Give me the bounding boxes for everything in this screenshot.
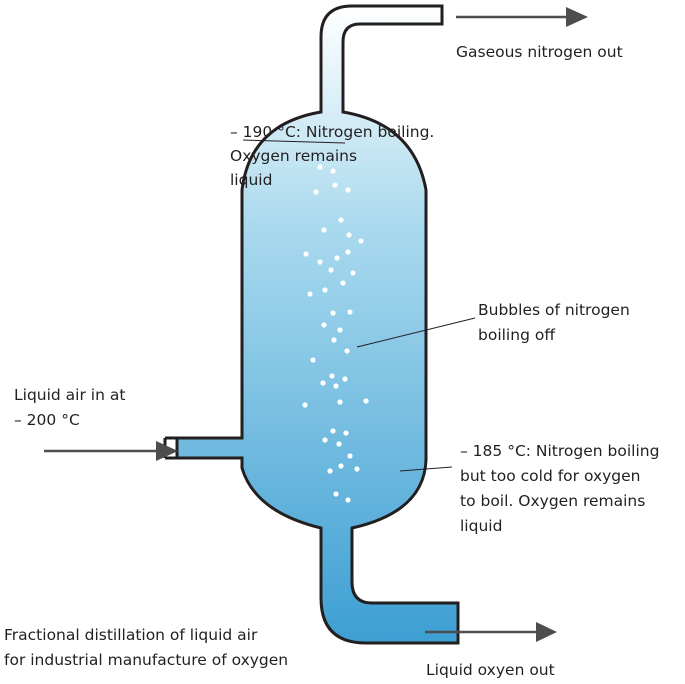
bubble (337, 327, 343, 333)
bubble (320, 380, 326, 386)
bubble (307, 291, 313, 297)
gaseous-nitrogen-out-label: Gaseous nitrogen out (456, 43, 623, 61)
bubbles-line-2: boiling off (478, 326, 555, 344)
top-temp-line-1: – 190 °C: Nitrogen boiling. (230, 123, 434, 141)
caption-line-1: Fractional distillation of liquid air (4, 626, 258, 644)
bubble (336, 441, 342, 447)
liquid-air-in-label: Liquid air in at – 200 °C (14, 386, 130, 429)
bubble (337, 399, 343, 405)
bubble (322, 287, 328, 293)
bubble (321, 322, 327, 328)
bubbles-label: Bubbles of nitrogen boiling off (478, 301, 635, 344)
bubble (340, 280, 346, 286)
bottom-temp-label: – 185 °C: Nitrogen boiling but too cold … (460, 442, 664, 535)
bubble (354, 466, 360, 472)
bubble (363, 398, 369, 404)
bubble (338, 217, 344, 223)
caption-line-2: for industrial manufacture of oxygen (4, 651, 288, 669)
bottom-temp-line-2: but too cold for oxygen (460, 467, 641, 485)
bubbles-leader-line (356, 317, 476, 348)
bubble (332, 182, 338, 188)
bubble (321, 227, 327, 233)
bubbles-line-1: Bubbles of nitrogen (478, 301, 630, 319)
bottom-temp-line-3: to boil. Oxygen remains (460, 492, 645, 510)
top-temp-line-3: liquid (230, 171, 272, 189)
liquid-air-in-line-1: Liquid air in at (14, 386, 125, 404)
bubble (333, 491, 339, 497)
bubble (344, 348, 350, 354)
bubble (345, 249, 351, 255)
bubble (334, 255, 340, 261)
liquid-air-in-arrow (44, 441, 178, 461)
bubble (329, 373, 335, 379)
bubble (327, 468, 333, 474)
bubble (317, 259, 323, 265)
bubble (303, 251, 309, 257)
bubble (347, 309, 353, 315)
distillation-column (175, 4, 460, 645)
gaseous-nitrogen-arrow (456, 7, 588, 27)
caption: Fractional distillation of liquid air fo… (4, 626, 288, 669)
bubble (345, 497, 351, 503)
bubble (331, 337, 337, 343)
top-temp-leader-line (242, 139, 346, 144)
liquid-oxygen-out-label: Liquid oxyen out (426, 661, 555, 679)
bubble (310, 357, 316, 363)
bottom-temp-leader-line (399, 466, 453, 472)
bubble (313, 189, 319, 195)
bubble (330, 168, 336, 174)
bubble (347, 453, 353, 459)
bubble (333, 383, 339, 389)
bubble (350, 270, 356, 276)
bubble (302, 402, 308, 408)
liquid-oxygen-out-arrow (425, 622, 557, 642)
bubble (328, 267, 334, 273)
bubble (358, 238, 364, 244)
bubble (317, 164, 323, 170)
bubble (322, 437, 328, 443)
liquid-air-in-line-2: – 200 °C (14, 411, 80, 429)
bubble (346, 232, 352, 238)
inlet-pipe-walls (165, 436, 242, 460)
bubble (342, 376, 348, 382)
bubble (330, 428, 336, 434)
bottom-temp-line-4: liquid (460, 517, 502, 535)
bubble (330, 310, 336, 316)
nitrogen-bubbles (302, 164, 369, 503)
bottom-temp-line-1: – 185 °C: Nitrogen boiling (460, 442, 659, 460)
bubble (345, 187, 351, 193)
top-temp-label: – 190 °C: Nitrogen boiling. Oxygen remai… (230, 123, 439, 189)
bubble (338, 463, 344, 469)
top-temp-line-2: Oxygen remains (230, 147, 357, 165)
bubble (343, 430, 349, 436)
